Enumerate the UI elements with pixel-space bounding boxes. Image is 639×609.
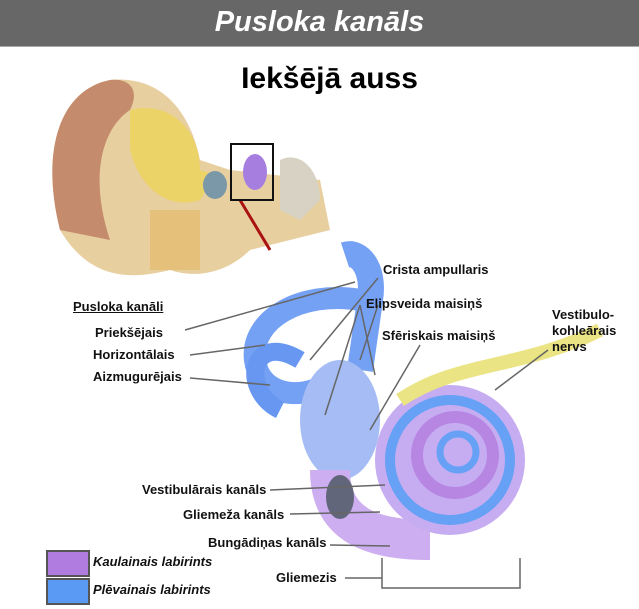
- label-vestibular-canal: Vestibulārais kanāls: [142, 482, 267, 497]
- label-cochlea: Gliemezis: [276, 570, 337, 585]
- outer-ear-illustration: [52, 79, 330, 276]
- label-anterior: Priekšējais: [95, 325, 163, 340]
- legend-label-bony-labyrinth: Kaulainais labirints: [93, 554, 213, 569]
- label-saccule: Sfēriskais maisiņš: [382, 328, 496, 343]
- label-crista-ampullaris: Crista ampullaris: [383, 262, 489, 277]
- label-horizontal: Horizontālais: [93, 347, 175, 362]
- title-banner: Pusloka kanāls: [0, 0, 639, 47]
- label-posterior: Aizmugurējais: [93, 369, 182, 384]
- leader-lines: [184, 277, 549, 589]
- inner-ear-illustration: [243, 241, 604, 560]
- legend-swatch-membranous-labyrinth: [46, 578, 90, 605]
- label-vestibulocochlear-nerve: Vestibulo- kohleārais nervs: [552, 307, 617, 354]
- page-title: Pusloka kanāls: [214, 6, 425, 38]
- label-cochlear-duct: Gliemeža kanāls: [183, 507, 285, 522]
- legend-label-membranous-labyrinth: Plēvainais labirints: [93, 582, 211, 597]
- label-tympanic-canal: Bungādiņas kanāls: [208, 535, 327, 550]
- subtitle: Iekšējā auss: [241, 62, 418, 95]
- label-utricle: Elipsveida maisiņš: [366, 296, 483, 311]
- label-semicircular-canals: Pusloka kanāli: [73, 299, 164, 314]
- legend-swatch-bony-labyrinth: [46, 550, 90, 577]
